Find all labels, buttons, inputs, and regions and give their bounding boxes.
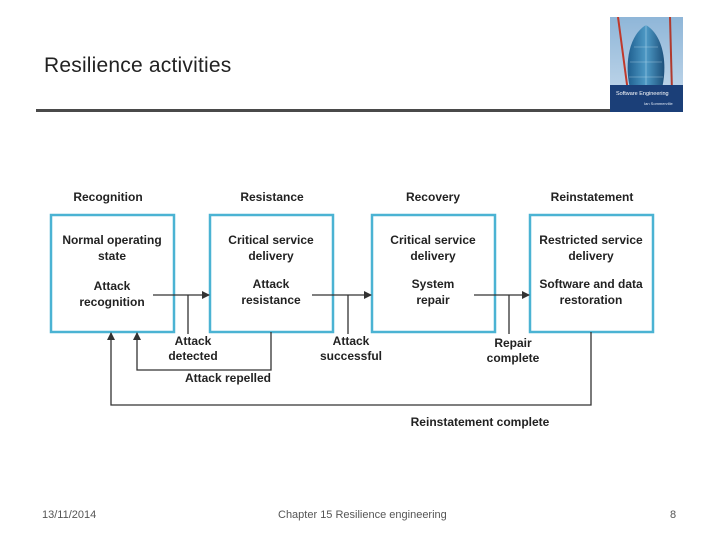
reinstatement-box-line4: restoration bbox=[560, 293, 623, 307]
recognition-box-line2: state bbox=[98, 249, 126, 263]
book-cover-art: Software Engineering Ian Sommerville bbox=[610, 17, 683, 112]
recovery-box-line4: repair bbox=[416, 293, 450, 307]
recognition-box-line1: Normal operating bbox=[62, 233, 161, 247]
resistance-box bbox=[208, 213, 335, 334]
recovery-box-line2: delivery bbox=[410, 249, 456, 263]
recognition-box bbox=[49, 213, 176, 334]
resistance-box-line4: resistance bbox=[241, 293, 301, 307]
reinstatement-box-line3: Software and data bbox=[539, 277, 643, 291]
resistance-box-line2: delivery bbox=[248, 249, 294, 263]
recognition-box-line4: recognition bbox=[79, 295, 144, 309]
resistance-box-line1: Critical service bbox=[228, 233, 314, 247]
reinstatement-complete-label: Reinstatement complete bbox=[411, 415, 550, 429]
header-resistance: Resistance bbox=[240, 190, 304, 204]
recognition-box-line3: Attack bbox=[94, 279, 131, 293]
recovery-box bbox=[370, 213, 497, 334]
reinstatement-box bbox=[528, 213, 655, 334]
resistance-box-line3: Attack bbox=[253, 277, 290, 291]
attack-detected-label-line2: detected bbox=[168, 349, 217, 363]
reinstatement-complete-arrow bbox=[107, 332, 592, 406]
recovery-box-line3: System bbox=[412, 277, 455, 291]
attack-successful-label-line2: successful bbox=[320, 349, 382, 363]
attack-repelled-label: Attack repelled bbox=[185, 371, 271, 385]
header-reinstatement: Reinstatement bbox=[551, 190, 634, 204]
title-divider bbox=[36, 109, 610, 112]
attack-detected-label-line1: Attack bbox=[175, 334, 212, 348]
footer-chapter: Chapter 15 Resilience engineering bbox=[278, 509, 447, 521]
attack-repelled-arrow bbox=[133, 332, 272, 371]
cover-title: Software Engineering bbox=[616, 91, 669, 97]
recovery-box-line1: Critical service bbox=[390, 233, 476, 247]
repair-complete-label-line1: Repair bbox=[494, 336, 532, 350]
header-recognition: Recognition bbox=[73, 190, 142, 204]
page-number: 8 bbox=[670, 509, 677, 521]
repair-complete-label-line2: complete bbox=[487, 351, 540, 365]
slide-title: Resilience activities bbox=[44, 54, 232, 77]
reinstatement-box-line2: delivery bbox=[568, 249, 614, 263]
header-recovery: Recovery bbox=[406, 190, 460, 204]
book-cover-image: Software Engineering Ian Sommerville bbox=[610, 17, 683, 112]
attack-successful-label-line1: Attack bbox=[333, 334, 370, 348]
reinstatement-box-line1: Restricted service bbox=[539, 233, 643, 247]
cover-subtitle: Ian Sommerville bbox=[644, 101, 673, 106]
footer-date: 13/11/2014 bbox=[42, 509, 97, 521]
